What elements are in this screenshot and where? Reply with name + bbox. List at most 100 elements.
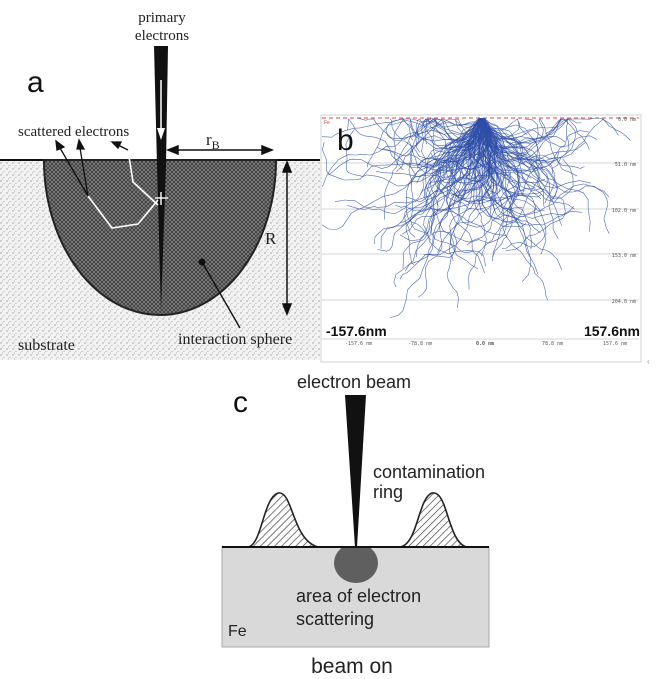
scatter-path-1 (87, 195, 159, 229)
trajectory-line (408, 118, 480, 234)
x-tick-label: 78.8 nm (542, 341, 563, 347)
trajectory-line (483, 118, 576, 168)
trajectory-line (423, 118, 484, 258)
trajectory-line (466, 118, 516, 246)
panel-a-letter: a (27, 66, 44, 99)
trajectory-line (418, 118, 483, 166)
trajectory-line (431, 118, 509, 243)
trajectory-line (445, 118, 541, 234)
trajectory-line (480, 118, 566, 252)
scattered-electrons-label: scattered electrons (18, 124, 129, 140)
trajectory-line (423, 118, 486, 267)
trajectory-line (477, 118, 498, 194)
trajectory-line (468, 118, 482, 193)
trajectory-line (328, 118, 482, 175)
trajectory-line (481, 118, 558, 202)
electron-trajectories (322, 118, 631, 319)
x-tick-label: -157.6 nm (345, 341, 372, 347)
radius-b-arrow (165, 144, 275, 156)
fe-label: Fe (228, 623, 247, 640)
trajectory-line (468, 118, 519, 290)
depth-tick-labels: 0.0 nm 51.0 nm 102.0 nm 153.0 nm 204.0 n… (612, 117, 636, 305)
scattering-area (334, 543, 378, 583)
contamination-label-line2: ring (373, 482, 403, 502)
trajectory-line (480, 118, 631, 162)
y-tick-label: 204.0 nm (612, 299, 636, 305)
radius-b-label: rB (206, 130, 220, 152)
trajectory-line (479, 118, 610, 234)
trajectory-line (483, 118, 521, 216)
panel-b: 0.0 nm 51.0 nm 102.0 nm 153.0 nm 204.0 n… (320, 114, 650, 366)
trajectory-line (481, 118, 500, 184)
y-tick-label: 0.0 nm (618, 117, 636, 123)
panel-a: a primary electrons scattered electrons … (0, 10, 320, 360)
trajectory-line (481, 118, 552, 201)
primary-electrons-label-line2: electrons (135, 28, 189, 44)
y-tick-label: 153.0 nm (612, 253, 636, 259)
panel-b-letter: b (337, 124, 354, 157)
x-tick-label: 157.6 nm (603, 341, 627, 347)
trajectory-line (482, 118, 583, 219)
trajectory-line (322, 118, 481, 187)
trajectory-line (484, 118, 539, 163)
trajectory-line (480, 118, 559, 239)
trajectory-line (445, 118, 485, 273)
scattering-label-line2: scattering (296, 609, 374, 629)
electron-beam-label: electron beam (297, 372, 411, 392)
trajectory-line (425, 118, 519, 228)
contamination-label-line1: contamination (373, 462, 485, 482)
trajectory-line (389, 118, 483, 140)
trajectory-line (405, 118, 483, 203)
scattering-label-line1: area of electron (296, 586, 421, 606)
contamination-hump-left (247, 492, 319, 548)
trajectory-line (446, 118, 507, 236)
trajectory-line (480, 118, 537, 216)
trajectory-line (477, 118, 547, 255)
trajectory-line (473, 118, 541, 262)
beam-on-caption: beam on (311, 655, 393, 678)
trajectory-line (483, 118, 566, 144)
x-tick-label: 0.0 nm (476, 341, 494, 347)
substrate-label: substrate (18, 337, 75, 354)
x-max-label: 157.6nm (584, 323, 640, 339)
y-tick-label: 51.0 nm (615, 162, 636, 168)
trajectory-line (393, 118, 482, 288)
trajectory-line (367, 118, 497, 170)
trajectory-line (447, 118, 485, 199)
interaction-sphere-leader (201, 261, 241, 329)
primary-electrons-label-line1: primary (138, 10, 186, 26)
electron-beam (345, 395, 366, 547)
trajectory-line (482, 118, 544, 170)
contamination-hump-right (399, 492, 467, 548)
fe-corner-label: Fe (324, 120, 330, 126)
scatter-path-2 (127, 149, 159, 206)
trajectory-line (481, 118, 585, 169)
radius-r-label: R (265, 229, 277, 248)
small-mark: ‹ (647, 357, 650, 366)
trajectory-line (482, 118, 536, 189)
radius-r-arrow (281, 159, 293, 317)
trajectory-line (475, 118, 575, 226)
interaction-sphere-label: interaction sphere (178, 331, 292, 348)
trajectory-line (401, 118, 497, 235)
trajectory-line (478, 118, 591, 232)
trajectory-line (479, 118, 563, 271)
trajectory-line (405, 118, 489, 241)
panel-c-letter: c (233, 386, 248, 419)
trajectory-line (393, 118, 482, 171)
x-tick-labels: -157.6 nm -78.8 nm 0.0 nm 78.8 nm 157.6 … (345, 341, 627, 347)
trajectory-line (416, 118, 481, 184)
trajectory-line (482, 118, 598, 162)
trajectory-line (482, 118, 502, 197)
trajectory-line (384, 118, 483, 220)
x-tick-label: -78.8 nm (408, 341, 432, 347)
panel-c: c electron beam contamination ring area … (221, 372, 490, 678)
trajectory-line (479, 118, 570, 194)
trajectory-line (410, 118, 481, 185)
trajectory-line (420, 118, 484, 195)
depth-gridlines (322, 162, 639, 340)
trajectory-line (347, 118, 484, 166)
x-min-label: -157.6nm (326, 323, 387, 339)
primary-beam (154, 46, 168, 312)
